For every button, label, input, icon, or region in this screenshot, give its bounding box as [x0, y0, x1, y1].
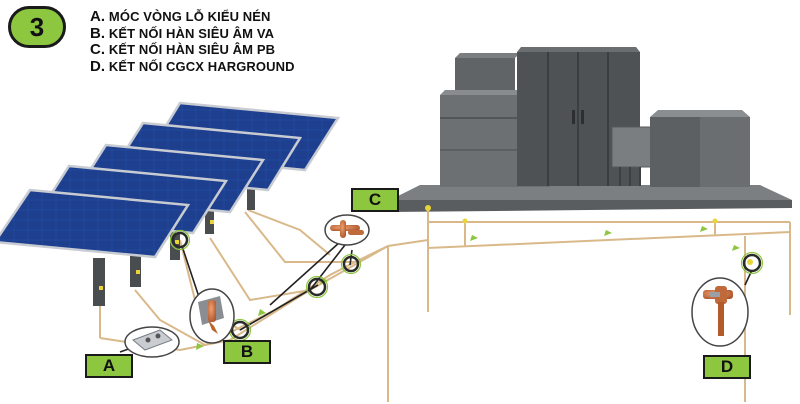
legend-key: A. — [90, 8, 106, 25]
legend-key: B. — [90, 24, 106, 42]
legend-key: C. — [90, 41, 106, 58]
connector-detail-c — [324, 214, 370, 246]
callout-label-text: D — [720, 357, 734, 376]
legend-text: KẾT NỐI CGCX HARGROUND — [108, 58, 295, 74]
equipment-platform — [390, 47, 792, 212]
legend-item-d: D. KẾT NỐI CGCX HARGROUND — [90, 57, 295, 76]
solar-array — [0, 101, 341, 306]
legend-item-a: A. MÓC VÒNG LỖ KIỂU NÉN — [90, 8, 295, 26]
step-number: 3 — [29, 11, 45, 42]
connection-legend: A. MÓC VÒNG LỖ KIỂU NÉN B. KẾT NỐI HÀN S… — [90, 8, 295, 76]
callout-label-text: B — [240, 342, 254, 361]
solar-panel-1 — [0, 188, 191, 306]
callout-label-d: D — [703, 355, 751, 379]
legend-item-b: B. KẾT NỐI HÀN SIÊU ÂM VA — [90, 24, 295, 43]
step-number-badge: 3 — [8, 6, 66, 48]
callout-circles — [171, 231, 762, 340]
callout-label-c: C — [351, 188, 399, 212]
legend-item-c: C. KẾT NỐI HÀN SIÊU ÂM PB — [90, 41, 295, 59]
legend-text: MÓC VÒNG LỖ KIỂU NÉN — [108, 9, 271, 24]
callout-label-b: B — [223, 340, 271, 364]
legend-text: KẾT NỐI HÀN SIÊU ÂM VA — [108, 25, 275, 41]
legend-key: D. — [90, 57, 106, 75]
ground-connection-points — [425, 205, 753, 265]
connector-detail-a — [124, 326, 180, 358]
legend-text: KẾT NỐI HÀN SIÊU ÂM PB — [108, 42, 276, 57]
callout-label-text: A — [102, 356, 116, 375]
connector-detail-d — [691, 277, 749, 347]
callout-label-a: A — [85, 354, 133, 378]
callout-label-text: C — [368, 190, 382, 209]
wire-direction-marks — [196, 226, 740, 350]
connector-detail-b — [189, 288, 235, 344]
